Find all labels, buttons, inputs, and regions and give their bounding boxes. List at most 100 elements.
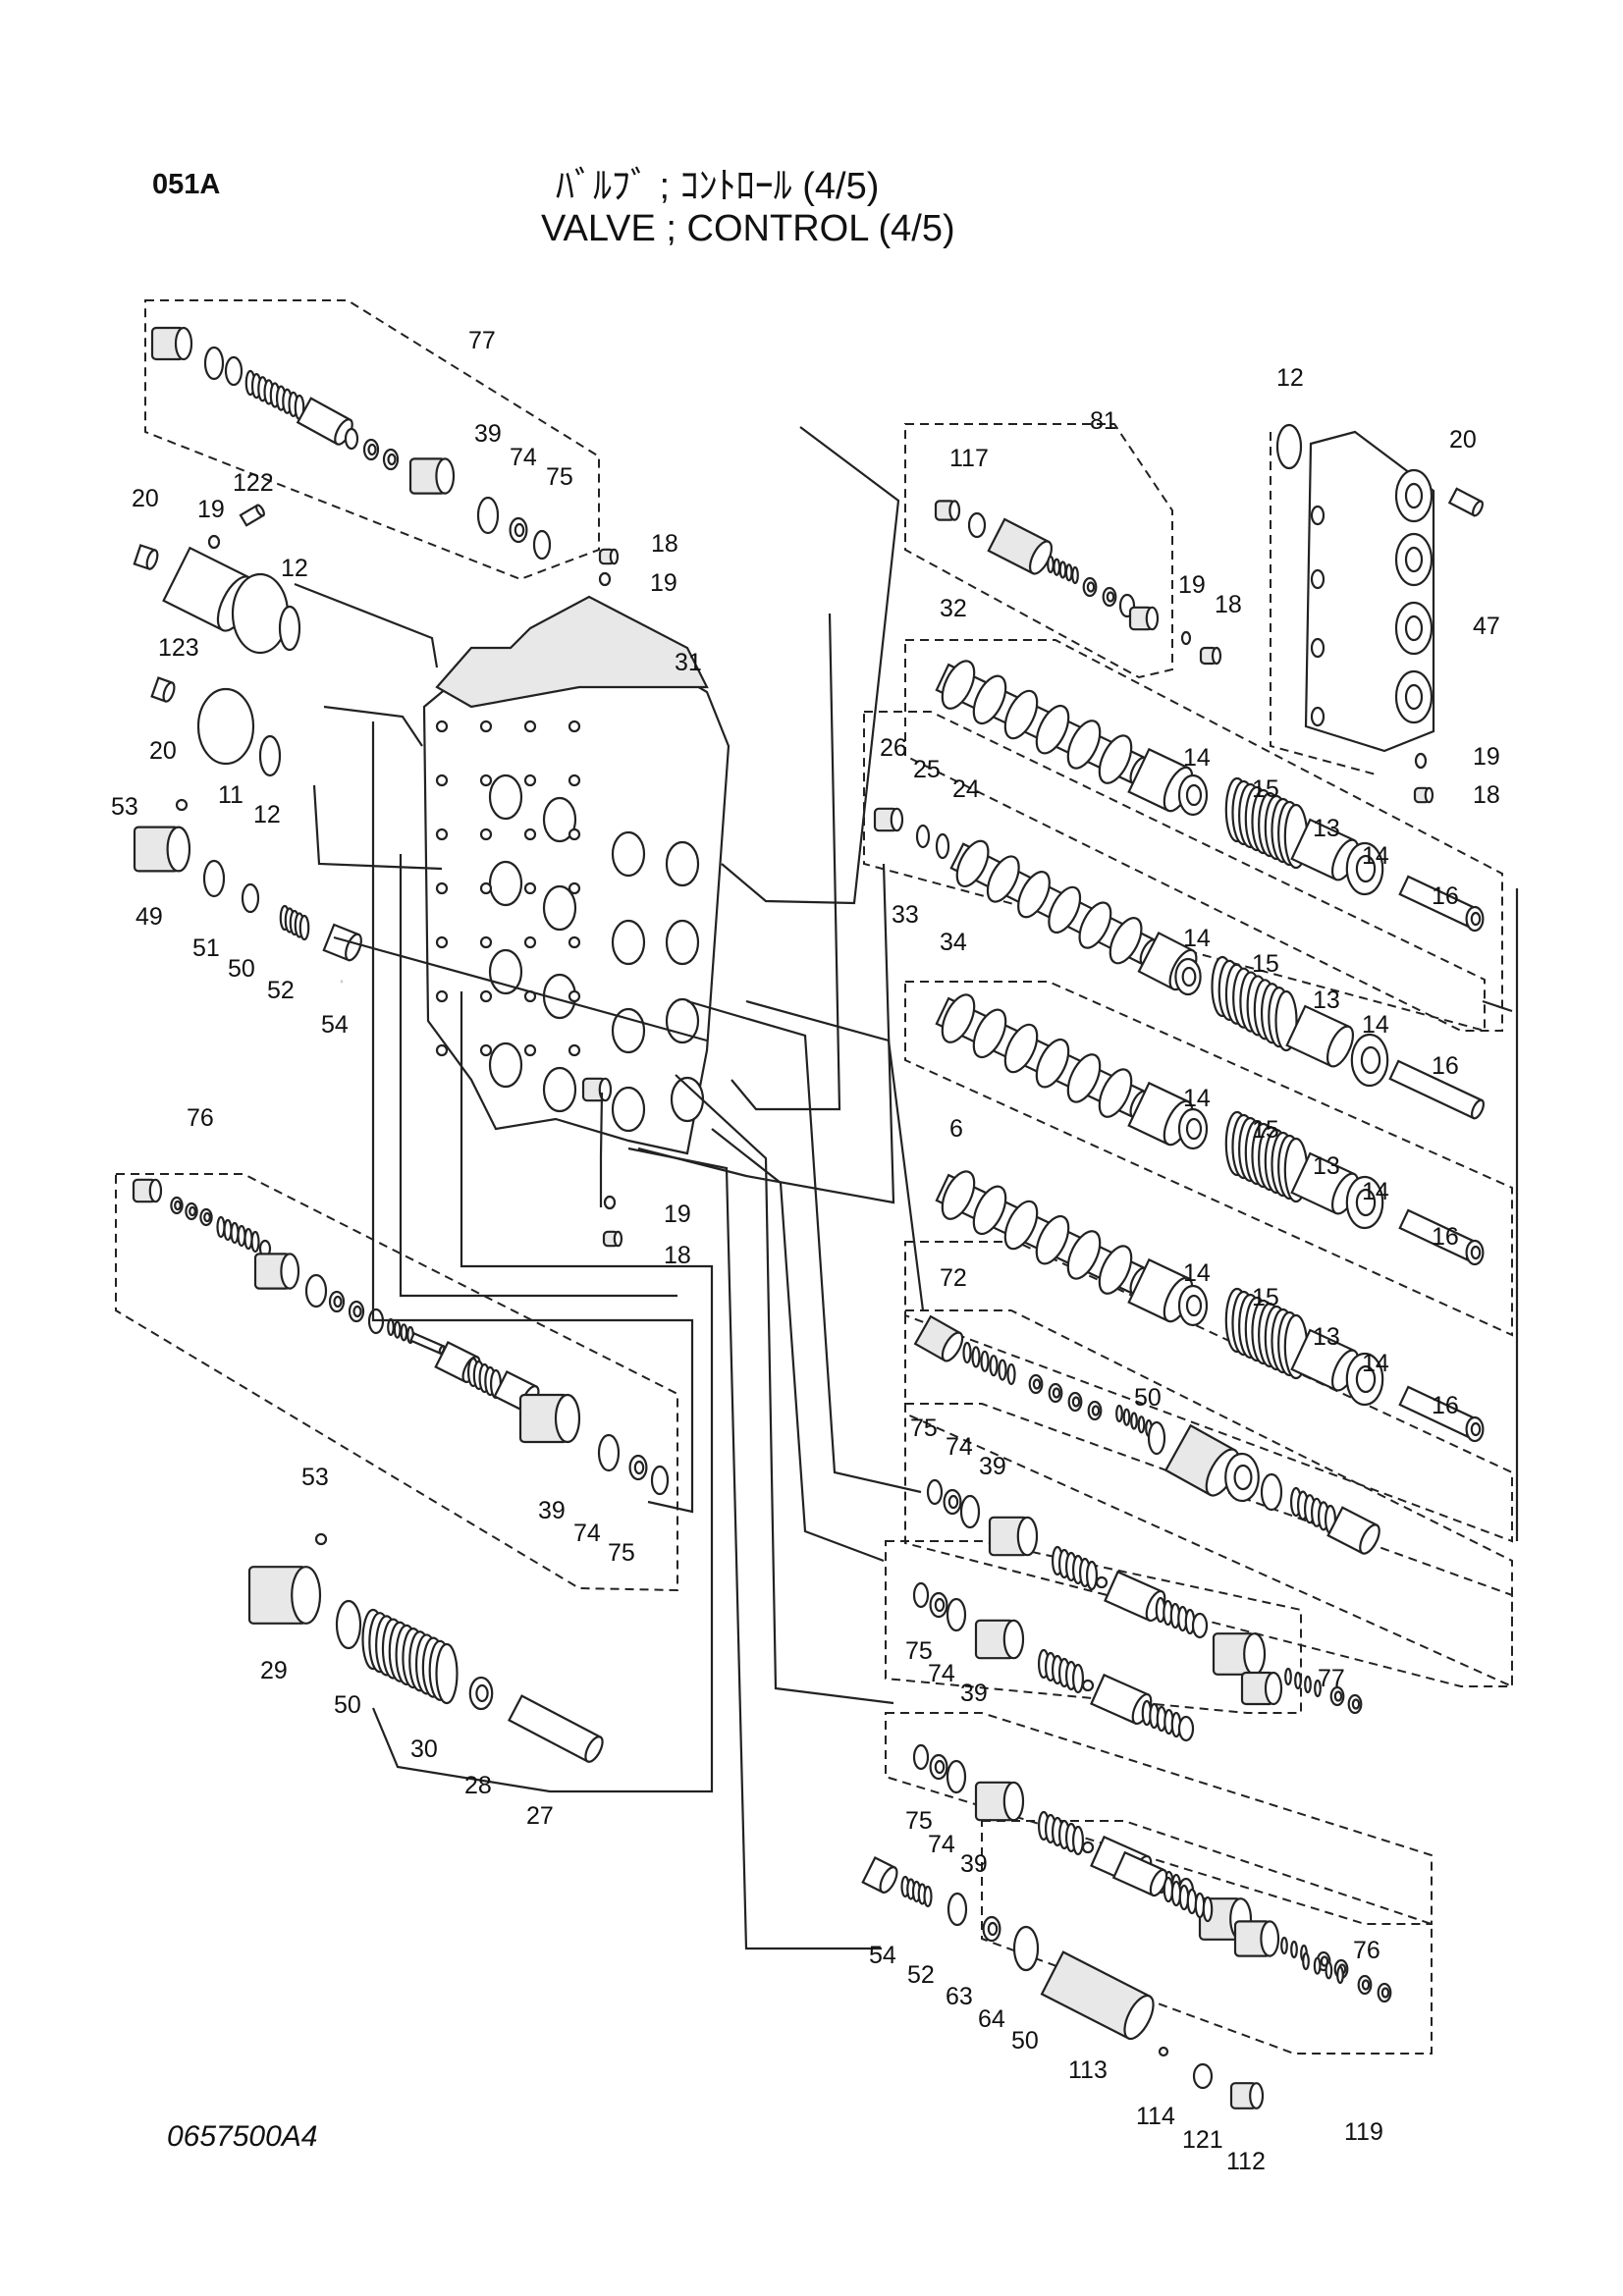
callout-76: 76 [187, 1104, 214, 1132]
callout-50: 50 [1134, 1384, 1162, 1412]
washer [1345, 841, 1384, 896]
spring [1037, 1648, 1084, 1694]
body-bolt-hole [435, 720, 449, 733]
callout-28: 28 [464, 1772, 492, 1799]
callout-19: 19 [664, 1201, 691, 1228]
body-bolt-hole [568, 1043, 581, 1057]
spring [1141, 1699, 1182, 1738]
spool-rows [873, 660, 1485, 1555]
housing-hole [1310, 706, 1325, 727]
plug-53b [314, 1532, 328, 1546]
body-bolt-hole [568, 989, 581, 1003]
o-ring [224, 355, 243, 387]
washer [1174, 957, 1202, 996]
washer [1177, 1284, 1209, 1327]
o-ring [202, 859, 226, 898]
body-bolt-hole [568, 828, 581, 841]
body-bolt-hole [523, 828, 537, 841]
relief-body [1212, 1632, 1267, 1676]
body-port [488, 860, 523, 907]
callout-14: 14 [1183, 1259, 1211, 1287]
plug-18d [602, 1230, 623, 1248]
housing-bore-inner [1404, 614, 1424, 642]
o-ring [278, 605, 301, 652]
body-bolt-hole [479, 1043, 493, 1057]
o-ring [912, 1581, 930, 1609]
washer [468, 1676, 494, 1711]
spring [1155, 1596, 1196, 1635]
group-34 [904, 981, 1513, 1337]
o-ring [946, 1759, 967, 1794]
o-ring [241, 882, 260, 914]
callout-50: 50 [1011, 2027, 1039, 2055]
callout-63: 63 [946, 1983, 973, 2010]
callout-39: 39 [960, 1680, 988, 1707]
spring [962, 1341, 1016, 1386]
o-ring [1260, 1472, 1283, 1512]
spring [467, 1357, 503, 1400]
body-bolt-hole [479, 828, 493, 841]
body-bolt-hole [479, 989, 493, 1003]
callout-113: 113 [1068, 2056, 1108, 2084]
callout-77: 77 [468, 327, 496, 354]
group-33 [863, 711, 1486, 1033]
valve-body-31 [422, 595, 730, 1155]
callout-50: 50 [334, 1691, 361, 1719]
spring [387, 1317, 414, 1345]
washer [1465, 1415, 1485, 1443]
o-ring [304, 1273, 328, 1308]
callout-6: 6 [949, 1115, 963, 1143]
washer [328, 1290, 346, 1313]
callout-16: 16 [1432, 1223, 1459, 1251]
sleeve-81 [987, 517, 1054, 575]
callout-13: 13 [1313, 1152, 1340, 1180]
washer [1177, 1107, 1209, 1150]
o-ring [1158, 2046, 1169, 2057]
washer [1082, 576, 1098, 598]
callout-20: 20 [149, 737, 177, 765]
spacer [1290, 1328, 1360, 1392]
body-bolt-hole [523, 720, 537, 733]
spring [1163, 1876, 1214, 1923]
callout-19: 19 [650, 569, 677, 597]
bolt-shaft [1388, 1059, 1485, 1120]
callout-64: 64 [978, 2005, 1005, 2033]
flange-11 [196, 687, 255, 766]
washer [1350, 1033, 1389, 1088]
callout-19: 19 [1473, 743, 1500, 771]
callout-13: 13 [1313, 815, 1340, 842]
o-ring-12c [1275, 423, 1303, 470]
needle [408, 1331, 446, 1356]
callout-25: 25 [913, 756, 941, 783]
callout-13: 13 [1313, 987, 1340, 1014]
spring [279, 904, 310, 941]
callout-53: 53 [301, 1464, 329, 1491]
callout-39: 39 [538, 1497, 566, 1524]
page-code: 051A [152, 169, 221, 200]
body-bolt-hole [479, 881, 493, 895]
o-ring [1192, 2062, 1214, 2090]
callout-26: 26 [880, 734, 907, 762]
body-port [665, 840, 700, 887]
o-ring [959, 1494, 981, 1529]
small-parts [132, 326, 1484, 2109]
body-bolt-hole [568, 774, 581, 787]
callout-31: 31 [675, 649, 702, 676]
housing-hole [1310, 505, 1325, 526]
callout-72: 72 [940, 1264, 967, 1292]
plug-18b [1199, 646, 1222, 666]
o-ring [926, 1478, 944, 1506]
plug-18a [598, 548, 620, 565]
callout-29: 29 [260, 1657, 288, 1684]
o-ring [912, 1743, 930, 1771]
spool [935, 660, 1149, 785]
o-ring [597, 1433, 621, 1472]
callout-15: 15 [1252, 775, 1279, 803]
spool-end [1127, 747, 1194, 813]
callout-18: 18 [1473, 781, 1500, 809]
spring [1037, 1810, 1084, 1856]
o-ring [598, 571, 612, 587]
title-japanese: ﾊﾞﾙﾌﾞ ; ｺﾝﾄﾛｰﾙ (4/5) [556, 166, 880, 207]
callout-14: 14 [1183, 925, 1211, 952]
callout-labels: 77 39 74 75 20 19 122 12 123 18 19 31 20… [111, 327, 1500, 2175]
